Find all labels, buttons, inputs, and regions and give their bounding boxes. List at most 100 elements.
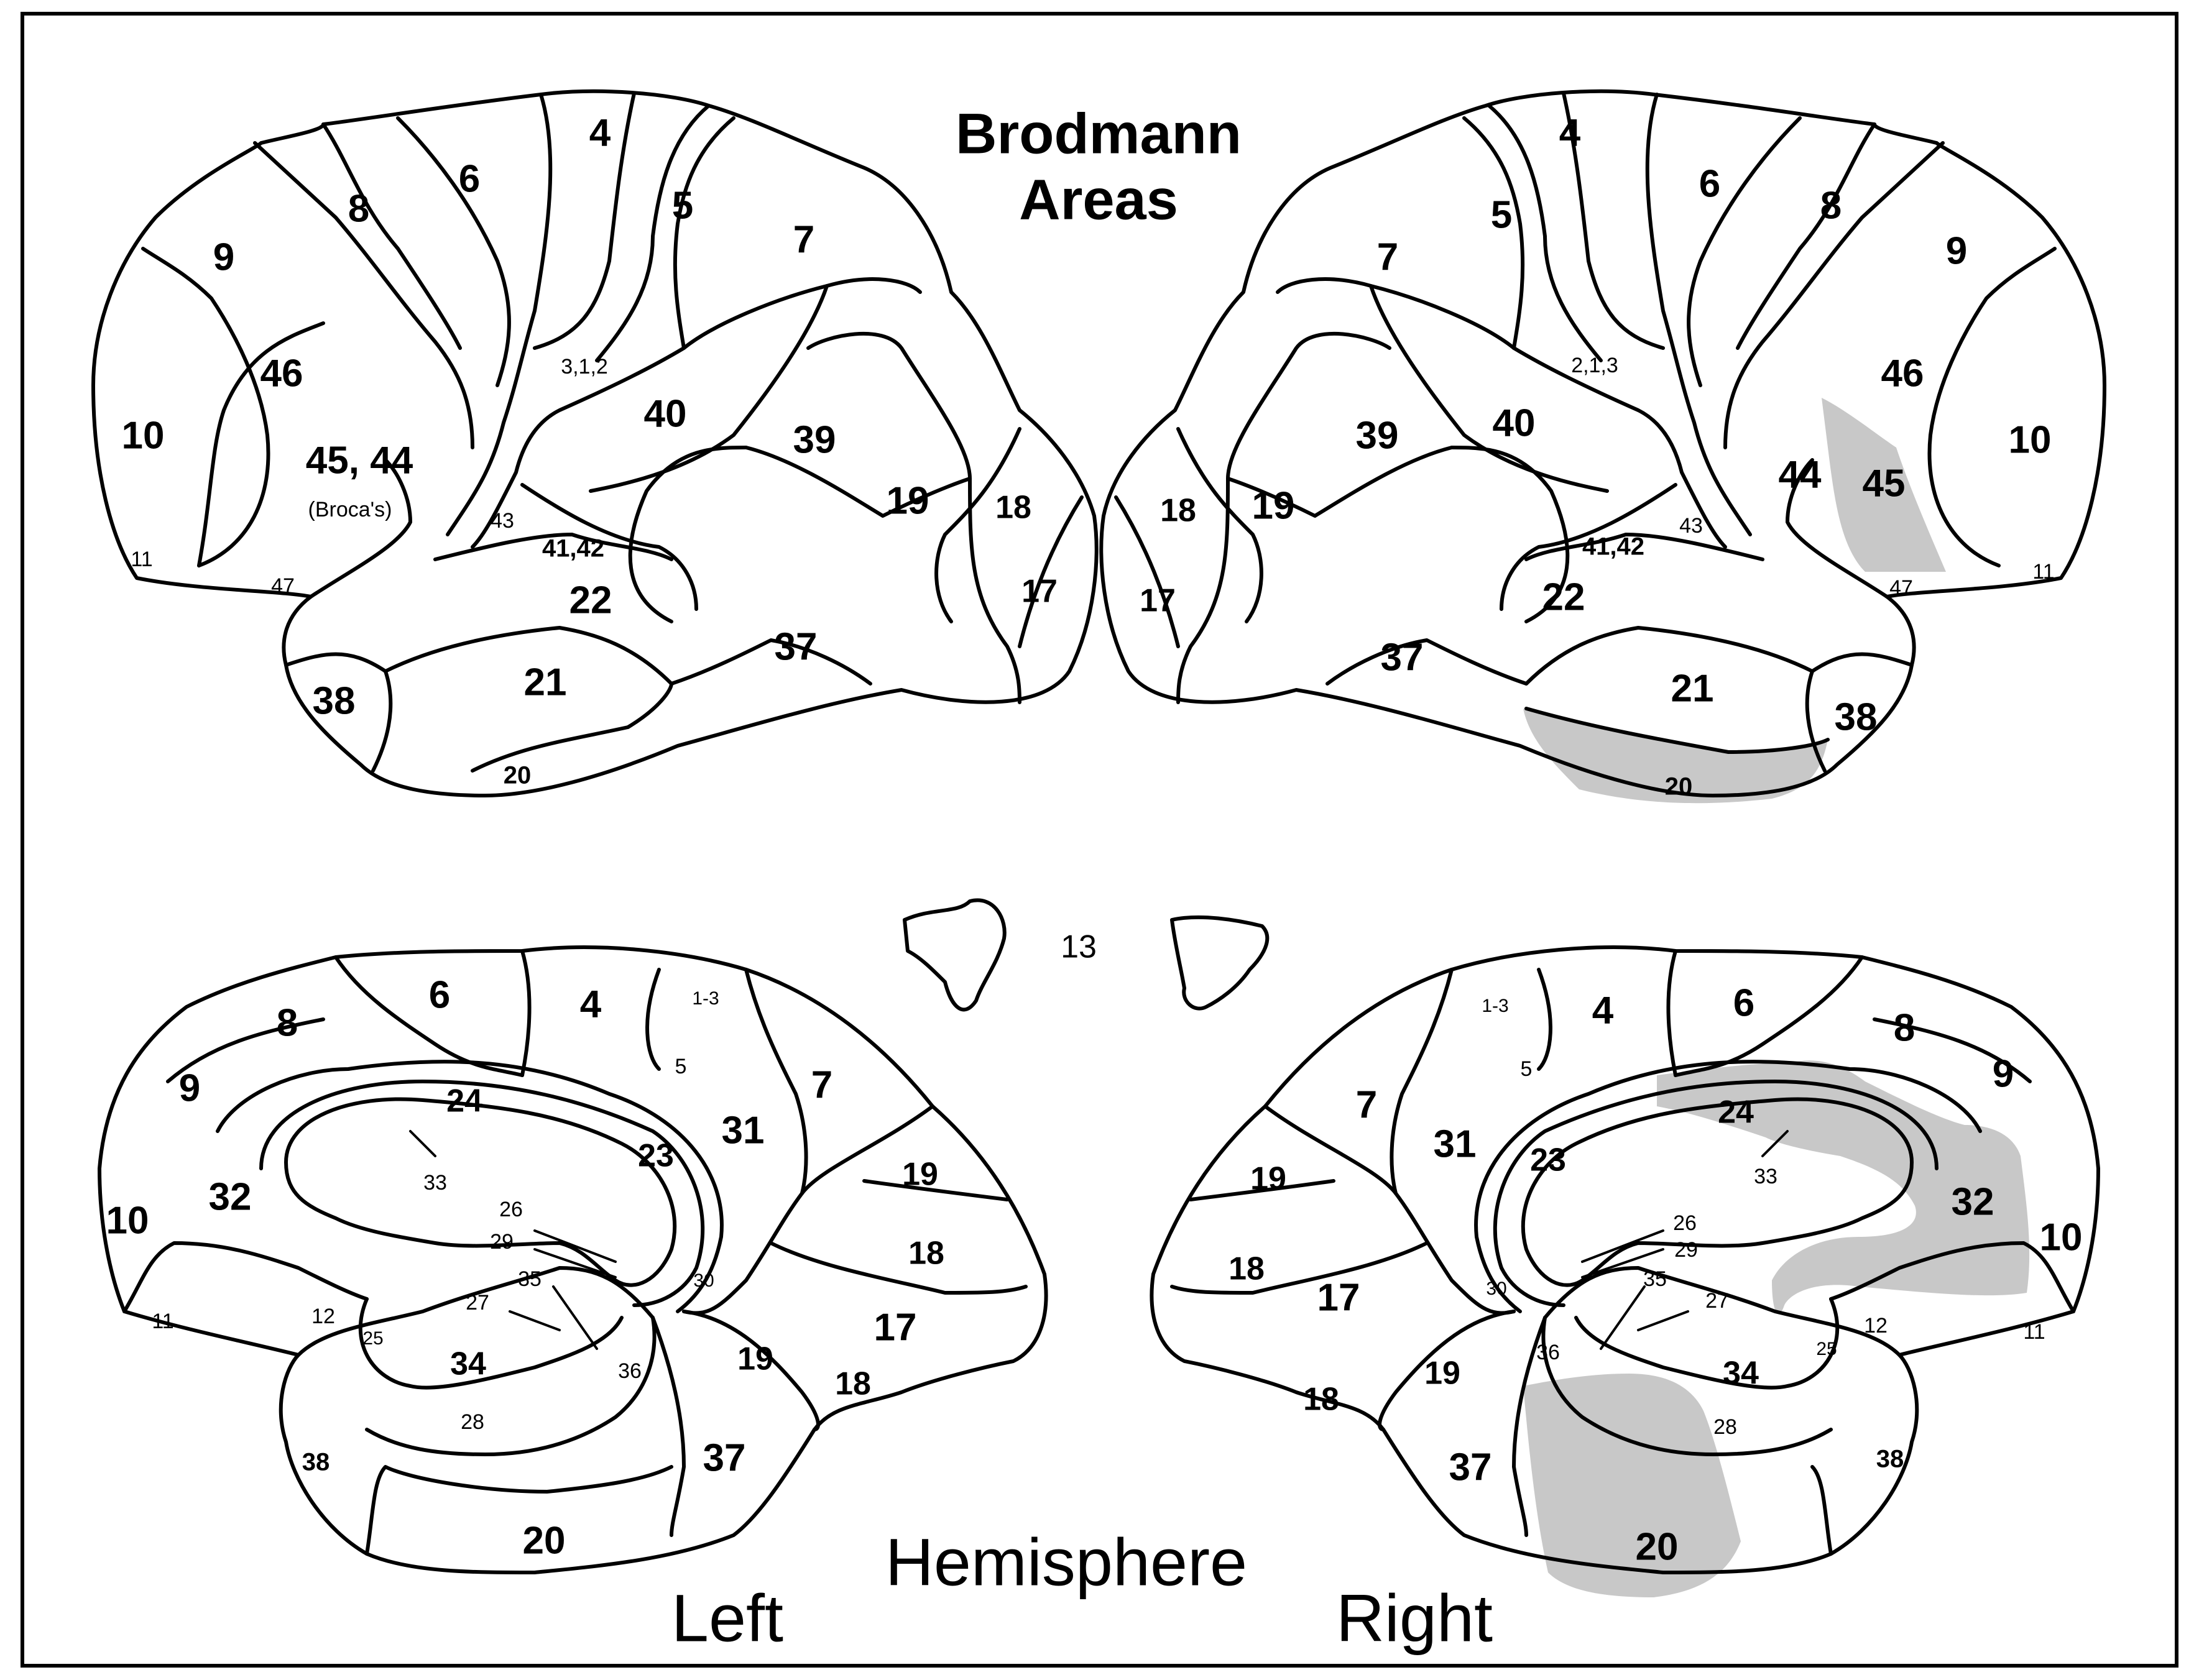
rl-area-11: 11	[2032, 560, 2054, 584]
title-line-1: Brodmann	[956, 102, 1242, 165]
rm-area-11: 11	[2023, 1320, 2045, 1344]
ll-area-7: 7	[793, 218, 814, 261]
right-medial-hemisphere	[1150, 945, 2100, 1597]
rm-area-20: 20	[1636, 1525, 1679, 1568]
rm-area-9: 9	[1993, 1052, 2014, 1095]
rm-area-34: 34	[1723, 1356, 1759, 1392]
rm-area-5: 5	[1521, 1057, 1533, 1081]
lm-area-9: 9	[179, 1067, 200, 1109]
rm-area-31: 31	[1434, 1122, 1477, 1165]
lm-area-20: 20	[523, 1519, 566, 1562]
lm-area-17: 17	[874, 1306, 917, 1349]
lm-area-28: 28	[461, 1410, 484, 1434]
title-line-2: Areas	[1019, 168, 1178, 231]
left-lateral-labels: 4 6 8 9 5 7 46 10 3,1,2 40 39 45, 44 (Br…	[122, 111, 1058, 789]
ll-broca-label: (Broca's)	[308, 498, 392, 521]
right-caption: Right	[1336, 1581, 1493, 1656]
lm-area-19-upper: 19	[902, 1157, 938, 1193]
left-medial-hemisphere	[98, 945, 1048, 1574]
rm-area-26: 26	[1673, 1211, 1697, 1235]
rm-area-6: 6	[1733, 981, 1754, 1024]
lm-area-1-3: 1-3	[692, 988, 719, 1009]
ll-area-47: 47	[271, 574, 295, 598]
ll-area-38: 38	[313, 679, 356, 722]
ll-area-18: 18	[995, 490, 1031, 526]
lm-area-35: 35	[518, 1267, 542, 1291]
rm-area-4: 4	[1592, 989, 1614, 1032]
rm-area-23: 23	[1530, 1142, 1566, 1178]
rm-area-19-upper: 19	[1250, 1161, 1286, 1197]
rm-area-27: 27	[1705, 1289, 1729, 1313]
rl-area-2-1-3: 2,1,3	[1571, 354, 1618, 377]
ll-area-45-44: 45, 44	[306, 439, 413, 482]
rm-area-29: 29	[1674, 1238, 1698, 1262]
ll-area-4: 4	[589, 111, 611, 154]
ll-area-46: 46	[260, 352, 303, 395]
rl-area-10: 10	[2009, 418, 2052, 461]
insula-shapes	[903, 898, 1270, 1012]
rl-area-44: 44	[1779, 453, 1822, 496]
hemisphere-caption: Hemisphere	[885, 1525, 1247, 1600]
ll-area-19: 19	[887, 479, 929, 522]
ll-area-43: 43	[491, 509, 514, 533]
ll-area-21: 21	[524, 661, 567, 704]
rl-area-5: 5	[1491, 193, 1512, 236]
lm-area-25: 25	[362, 1328, 383, 1349]
lm-area-18-upper: 18	[908, 1236, 944, 1272]
lm-area-23: 23	[638, 1138, 674, 1174]
rl-area-41-42: 41,42	[1582, 533, 1644, 561]
lm-area-19-lower: 19	[737, 1341, 773, 1377]
rl-area-45: 45	[1863, 462, 1906, 505]
right-area-20-highlight	[1523, 709, 1828, 804]
rl-area-40: 40	[1493, 402, 1536, 444]
ll-area-3-1-2: 3,1,2	[561, 355, 608, 379]
ll-area-40: 40	[644, 392, 687, 435]
rm-area-28: 28	[1713, 1415, 1737, 1439]
ll-area-20: 20	[504, 762, 532, 789]
right-lateral-labels: 4 5 6 8 7 9 2,1,3 46 39 40 10 44 45 18 1…	[1140, 111, 2055, 800]
ll-area-6: 6	[459, 157, 480, 200]
lm-area-5: 5	[675, 1055, 687, 1078]
rm-area-19-lower: 19	[1424, 1356, 1460, 1392]
rl-area-7: 7	[1377, 236, 1398, 278]
ll-area-11: 11	[131, 548, 152, 571]
lm-area-26: 26	[499, 1198, 523, 1221]
lm-area-4: 4	[580, 983, 602, 1026]
left-lateral-hemisphere	[91, 89, 1099, 797]
rm-area-17: 17	[1317, 1276, 1360, 1319]
rl-area-21: 21	[1671, 667, 1714, 710]
rl-area-4: 4	[1559, 111, 1581, 154]
right-medial-area-20-highlight	[1523, 1374, 1741, 1597]
lm-area-6: 6	[429, 973, 450, 1016]
lm-area-27: 27	[466, 1291, 489, 1315]
lm-area-36: 36	[618, 1359, 642, 1383]
rl-area-46: 46	[1881, 352, 1924, 395]
rm-area-32: 32	[1952, 1180, 1994, 1223]
ll-area-37: 37	[775, 625, 818, 668]
lm-area-11: 11	[152, 1310, 173, 1333]
right-lateral-hemisphere	[1099, 89, 2106, 804]
lm-area-32: 32	[209, 1175, 252, 1218]
ll-area-8: 8	[348, 187, 369, 230]
ll-area-5: 5	[672, 184, 693, 227]
lm-area-18-lower: 18	[835, 1366, 871, 1402]
rl-area-6: 6	[1699, 162, 1720, 205]
rm-area-37: 37	[1449, 1446, 1492, 1489]
rm-area-33: 33	[1754, 1165, 1777, 1188]
lm-area-7: 7	[811, 1063, 832, 1106]
rl-area-22: 22	[1542, 576, 1585, 618]
rl-area-37: 37	[1381, 636, 1424, 679]
left-medial-labels: 6 4 1-3 8 5 9 24 7 31 23 32 33 19 26 29 …	[106, 973, 944, 1562]
ll-area-22: 22	[569, 579, 612, 622]
rm-area-1-3: 1-3	[1482, 996, 1508, 1016]
rm-area-18-lower: 18	[1303, 1382, 1339, 1418]
rm-area-35: 35	[1643, 1267, 1667, 1291]
rl-area-9: 9	[1946, 229, 1967, 272]
rl-area-20: 20	[1665, 773, 1693, 801]
lm-area-37: 37	[703, 1436, 746, 1479]
lm-area-10: 10	[106, 1199, 149, 1242]
rm-area-10: 10	[2040, 1216, 2083, 1259]
figure-frame	[21, 12, 2178, 1668]
rm-area-18-upper: 18	[1229, 1251, 1265, 1287]
